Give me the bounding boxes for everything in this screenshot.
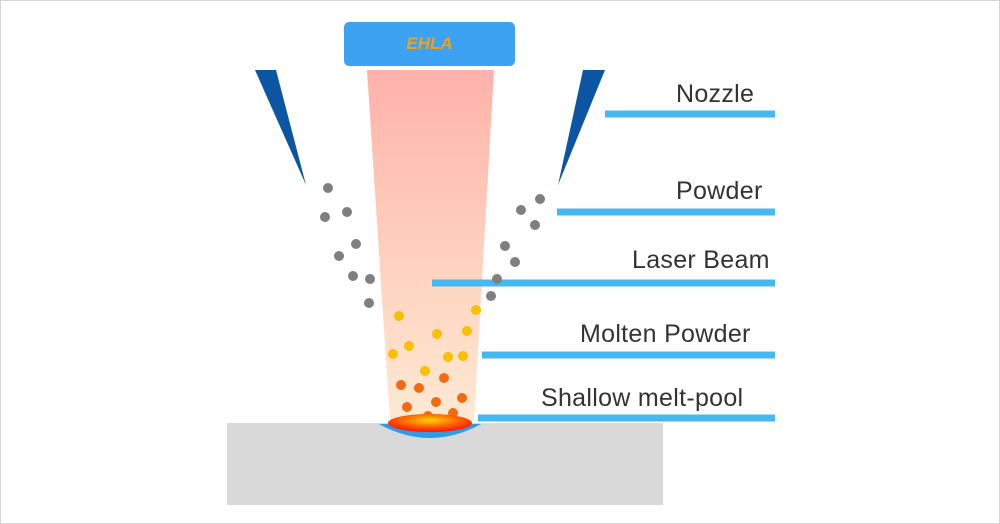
powder-particle (364, 298, 374, 308)
molten-particle (458, 351, 468, 361)
molten-particle (462, 326, 472, 336)
molten-particle (420, 366, 430, 376)
powder-particle (320, 212, 330, 222)
molten-particle (431, 397, 441, 407)
molten-particle (396, 380, 406, 390)
powder-particle (535, 194, 545, 204)
powder-particle (348, 271, 358, 281)
leader-lines (432, 110, 775, 422)
label-shallow-melt-pool: Shallow melt-pool (541, 384, 744, 412)
molten-particle (443, 352, 453, 362)
molten-particle (439, 373, 449, 383)
powder-particle (530, 220, 540, 230)
molten-particle (394, 311, 404, 321)
powder-particle (492, 274, 502, 284)
molten-particle (414, 383, 424, 393)
ehla-title: EHLA (406, 34, 453, 53)
molten-particle (404, 341, 414, 351)
molten-particle (471, 305, 481, 315)
molten-particle (402, 402, 412, 412)
laser-beam (367, 70, 494, 420)
label-laser-beam: Laser Beam (632, 246, 770, 274)
label-molten-powder: Molten Powder (580, 320, 751, 348)
melt-pool (379, 414, 481, 438)
label-powder: Powder (676, 177, 763, 205)
powder-particle (500, 241, 510, 251)
nozzle-right (558, 70, 605, 185)
nozzle-left (255, 70, 306, 185)
powder-particle (323, 183, 333, 193)
label-nozzle: Nozzle (676, 80, 755, 108)
powder-particle (334, 251, 344, 261)
molten-particle (388, 349, 398, 359)
powder-particle (516, 205, 526, 215)
powder-particle (351, 239, 361, 249)
powder-particle (365, 274, 375, 284)
molten-powder-yellow (388, 305, 481, 376)
ehla-title-box: EHLA (344, 22, 515, 66)
molten-particle (457, 393, 467, 403)
molten-particle (432, 329, 442, 339)
powder-particle (510, 257, 520, 267)
powder-particles (320, 183, 545, 308)
powder-particle (342, 207, 352, 217)
melt-pool-core (388, 414, 472, 432)
powder-particle (486, 291, 496, 301)
